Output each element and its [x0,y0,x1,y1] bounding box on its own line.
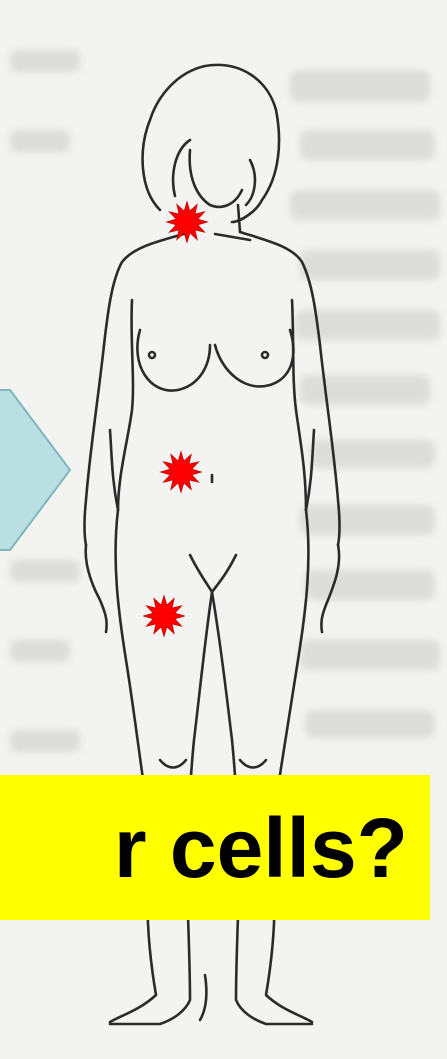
marker-abdomen [161,452,201,492]
caption-text: r cells? [0,775,430,920]
background-texture [10,50,440,752]
arrow-shape [0,390,70,550]
marker-thigh [144,596,184,636]
